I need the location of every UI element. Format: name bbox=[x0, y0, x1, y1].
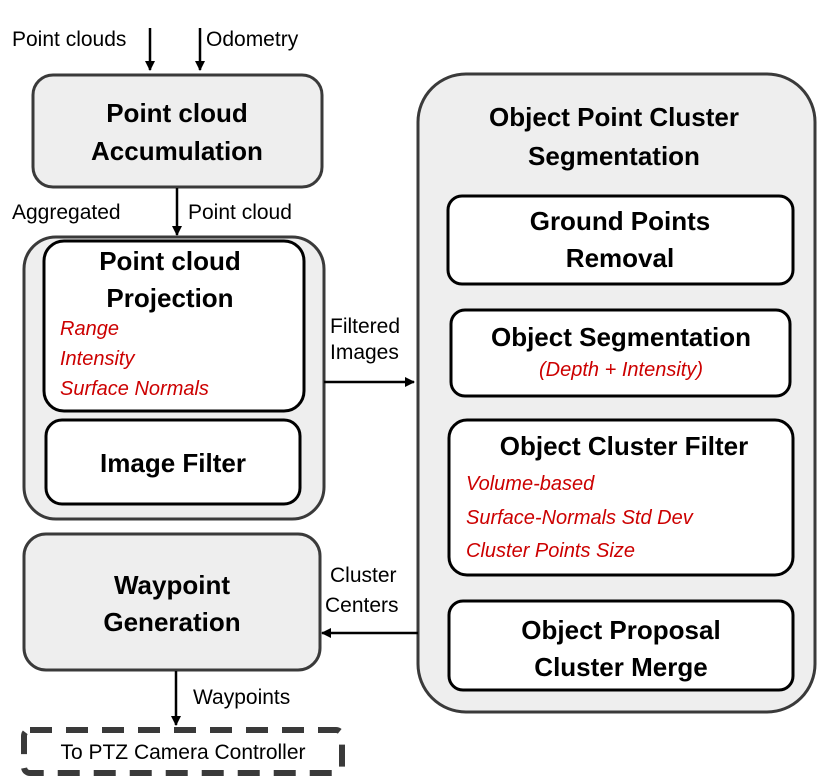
projection-item-surface-normals: Surface Normals bbox=[60, 378, 209, 400]
image-filter-title: Image Filter bbox=[100, 448, 246, 478]
cluster-filter-item-volume: Volume-based bbox=[466, 473, 595, 495]
cluster-filter-title: Object Cluster Filter bbox=[500, 431, 749, 461]
cluster-centers-label-line1: Cluster bbox=[330, 564, 397, 587]
filtered-images-label-line1: Filtered bbox=[330, 315, 400, 338]
projection-item-range: Range bbox=[60, 318, 119, 340]
cluster-filter-item-points-size: Cluster Points Size bbox=[466, 540, 635, 562]
aggregated-point-cloud-label: Point cloud bbox=[188, 201, 292, 224]
proposal-merge-box bbox=[447, 599, 795, 692]
accumulation-title-line2: Accumulation bbox=[91, 136, 263, 166]
object-segmentation-detail: (Depth + Intensity) bbox=[539, 359, 703, 381]
cluster-centers-label-line2: Centers bbox=[325, 594, 399, 617]
segmentation-title-line2: Segmentation bbox=[528, 141, 700, 171]
filtered-images-label-line2: Images bbox=[330, 341, 399, 364]
accumulation-title-line1: Point cloud bbox=[106, 98, 248, 128]
point-clouds-label: Point clouds bbox=[12, 28, 126, 51]
projection-title-line1: Point cloud bbox=[99, 246, 241, 276]
proposal-merge-title-line1: Object Proposal bbox=[521, 615, 720, 645]
aggregated-label: Aggregated bbox=[12, 201, 121, 224]
image-filter-box bbox=[44, 418, 302, 506]
ground-removal-title-line1: Ground Points bbox=[530, 206, 711, 236]
segmentation-title-line1: Object Point Cluster bbox=[489, 102, 739, 132]
waypoint-generation-box bbox=[22, 532, 322, 672]
accumulation-box bbox=[31, 73, 324, 189]
cluster-filter-item-normals-std: Surface-Normals Std Dev bbox=[466, 507, 694, 529]
cluster-filter-box bbox=[447, 418, 795, 577]
waypoint-generation-title-line1: Waypoint bbox=[114, 570, 230, 600]
output-box bbox=[21, 727, 345, 776]
projection-box bbox=[42, 239, 306, 413]
proposal-merge-title-line2: Cluster Merge bbox=[534, 652, 707, 682]
waypoint-generation-title-line2: Generation bbox=[103, 607, 240, 637]
object-segmentation-box bbox=[449, 308, 792, 398]
waypoints-label: Waypoints bbox=[193, 686, 290, 709]
output-title: To PTZ Camera Controller bbox=[60, 741, 305, 764]
ground-removal-title-line2: Removal bbox=[566, 243, 674, 273]
projection-title-line2: Projection bbox=[106, 283, 233, 313]
projection-item-intensity: Intensity bbox=[60, 348, 135, 370]
ground-removal-box bbox=[446, 194, 795, 286]
object-segmentation-title: Object Segmentation bbox=[491, 322, 751, 352]
odometry-label: Odometry bbox=[206, 28, 299, 51]
